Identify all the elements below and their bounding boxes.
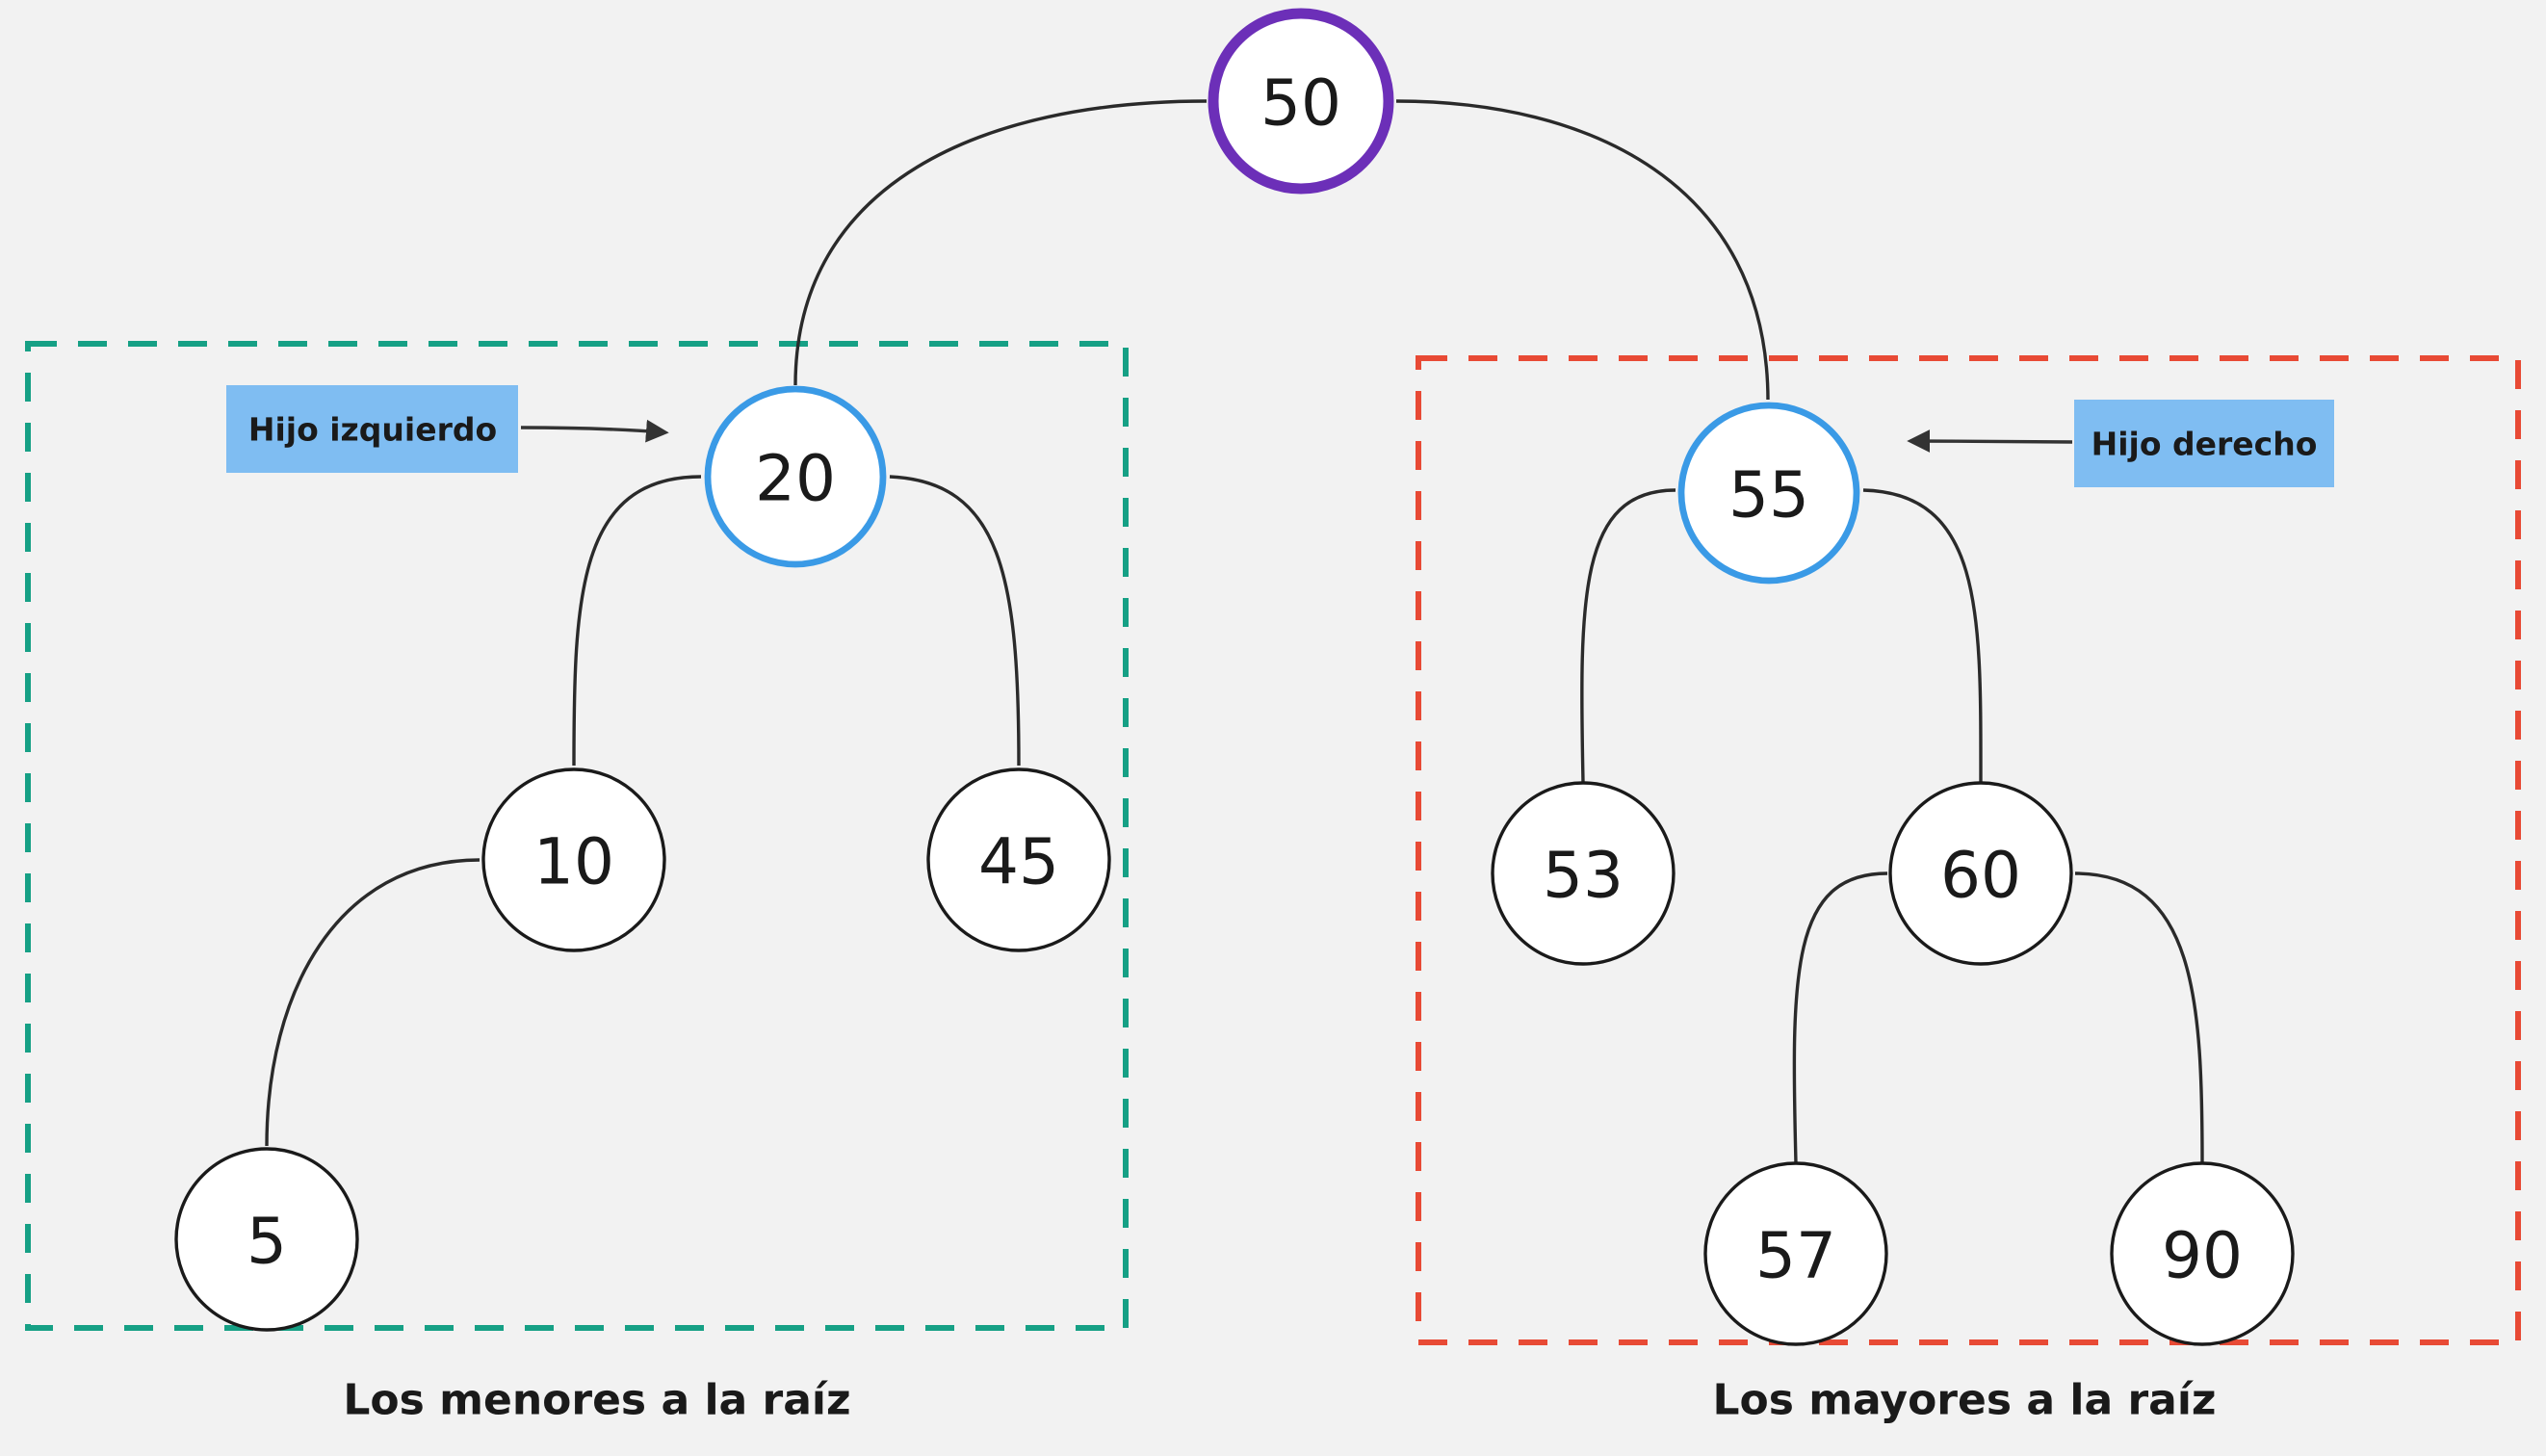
edge-50-55 bbox=[1395, 99, 1770, 401]
callout-right-child-label: Hijo derecho bbox=[2091, 426, 2318, 463]
tree-node-53: 53 bbox=[1491, 781, 1676, 966]
tree-node-90: 90 bbox=[2110, 1161, 2295, 1346]
edge-55-60 bbox=[1862, 488, 1983, 783]
tree-node-5: 5 bbox=[174, 1147, 359, 1332]
tree-node-57: 57 bbox=[1703, 1161, 1888, 1346]
node-value-60: 60 bbox=[1940, 839, 2021, 913]
node-value-root: 50 bbox=[1260, 66, 1341, 141]
tree-node-10: 10 bbox=[481, 767, 666, 952]
tree-node-root: 50 bbox=[1208, 8, 1394, 195]
caption-right-subtree: Los mayores a la raíz bbox=[1712, 1376, 2216, 1425]
tree-node-45: 45 bbox=[926, 767, 1111, 952]
caption-left-subtree: Los menores a la raíz bbox=[343, 1376, 850, 1425]
callout-left-child-label: Hijo izquierdo bbox=[248, 411, 497, 449]
node-value-57: 57 bbox=[1755, 1219, 1836, 1293]
node-value-53: 53 bbox=[1543, 839, 1624, 913]
edge-60-57 bbox=[1792, 871, 1888, 1164]
left-subtree-region bbox=[25, 341, 1129, 1331]
node-value-10: 10 bbox=[533, 825, 614, 899]
callout-right-child: Hijo derecho bbox=[2074, 400, 2334, 487]
edge-60-90 bbox=[2074, 871, 2204, 1164]
tree-node-right-child: 55 bbox=[1677, 402, 1860, 585]
node-value-left-child: 20 bbox=[755, 442, 836, 516]
edge-20-10 bbox=[572, 475, 702, 767]
edge-50-20 bbox=[793, 99, 1208, 386]
right-subtree-region bbox=[1416, 355, 2521, 1345]
edge-55-53 bbox=[1580, 488, 1676, 783]
arrow-to-left-child bbox=[520, 419, 669, 443]
tree-node-left-child: 20 bbox=[704, 385, 887, 568]
node-value-5: 5 bbox=[247, 1205, 287, 1279]
node-value-right-child: 55 bbox=[1728, 458, 1809, 533]
node-value-45: 45 bbox=[978, 825, 1059, 899]
callout-left-child: Hijo izquierdo bbox=[226, 385, 518, 473]
arrow-to-right-child bbox=[1907, 429, 2073, 453]
tree-node-60: 60 bbox=[1888, 781, 2073, 966]
node-value-90: 90 bbox=[2162, 1219, 2243, 1293]
edge-20-45 bbox=[889, 475, 1021, 767]
edge-10-5 bbox=[265, 858, 481, 1147]
